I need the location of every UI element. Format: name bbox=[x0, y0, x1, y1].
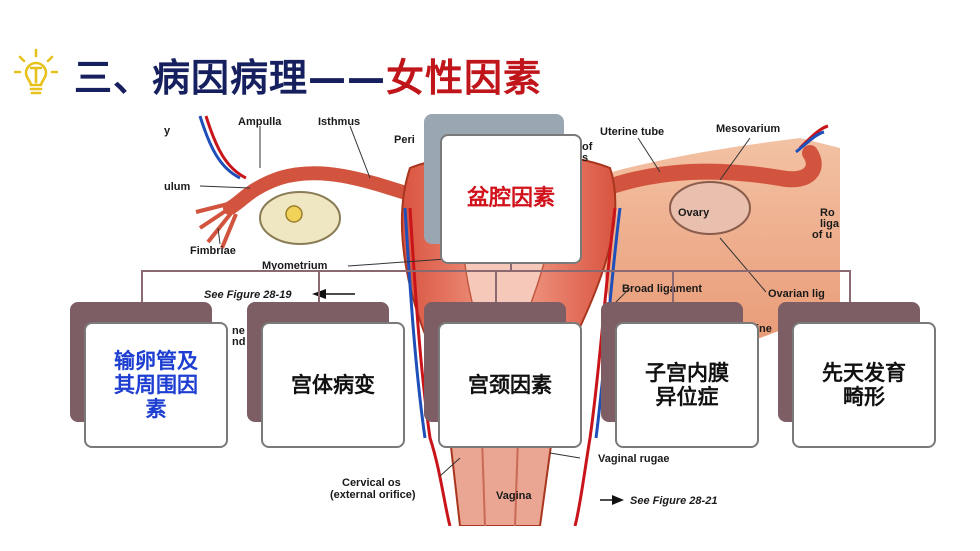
label-liga: liga bbox=[820, 218, 840, 230]
title-part-red: 女性因素 bbox=[386, 55, 543, 100]
label-of: of bbox=[582, 141, 593, 153]
label-see-fig-21: See Figure 28-21 bbox=[630, 495, 717, 507]
label-s: s bbox=[582, 152, 588, 164]
root-node-pelvic-factors: 盆腔因素 bbox=[440, 134, 582, 264]
label-uterine-tube: Uterine tube bbox=[600, 126, 664, 138]
label-ne: ne bbox=[232, 325, 245, 337]
connector-drop-5 bbox=[849, 270, 851, 304]
label-ampulla: Ampulla bbox=[238, 116, 282, 128]
label-fimbriae: Fimbriae bbox=[190, 245, 236, 257]
child-node-cervical-factors: 宫颈因素 bbox=[438, 322, 582, 448]
label-ulum: ulum bbox=[164, 181, 190, 193]
label-nd: nd bbox=[232, 336, 245, 348]
label-ofu: of u bbox=[812, 229, 832, 241]
child-node-tubal-factors: 输卵管及 其周围因 素 bbox=[84, 322, 228, 448]
label-vaginal-rugae: Vaginal rugae bbox=[598, 453, 670, 465]
label-external-orifice: (external orifice) bbox=[330, 489, 416, 501]
connector-drop-3 bbox=[495, 270, 497, 304]
connector-root-stem bbox=[510, 264, 512, 272]
child-node-endometriosis: 子宫内膜 异位症 bbox=[615, 322, 759, 448]
page-title: 三、病因病理——女性因素 bbox=[74, 47, 542, 102]
label-isthmus: Isthmus bbox=[318, 116, 360, 128]
label-broad-ligament: Broad ligament bbox=[622, 283, 702, 295]
label-cervical-os: Cervical os bbox=[342, 477, 401, 489]
lightbulb-icon bbox=[14, 48, 58, 95]
connector-drop-2 bbox=[318, 270, 320, 304]
child-node-congenital-malformation: 先天发育 畸形 bbox=[792, 322, 936, 448]
child-node-uterine-body-lesions: 宫体病变 bbox=[261, 322, 405, 448]
label-see-fig-19: See Figure 28-19 bbox=[204, 289, 292, 301]
connector-drop-1 bbox=[141, 270, 143, 304]
label-ine: ine bbox=[756, 323, 772, 335]
label-ovarian-lig: Ovarian lig bbox=[768, 288, 825, 300]
title-row: 三、病因病理——女性因素 bbox=[14, 44, 542, 104]
title-part-dark: 三、病因病理—— bbox=[74, 55, 387, 100]
label-mesovarium: Mesovarium bbox=[716, 123, 780, 135]
label-ovary: Ovary bbox=[678, 207, 710, 219]
label-peri: Peri bbox=[394, 134, 415, 146]
label-myometrium: Myometrium bbox=[262, 260, 328, 272]
connector-drop-4 bbox=[672, 270, 674, 304]
label-ro: Ro bbox=[820, 207, 835, 219]
label-vagina: Vagina bbox=[496, 490, 532, 502]
label-y: y bbox=[164, 125, 171, 137]
